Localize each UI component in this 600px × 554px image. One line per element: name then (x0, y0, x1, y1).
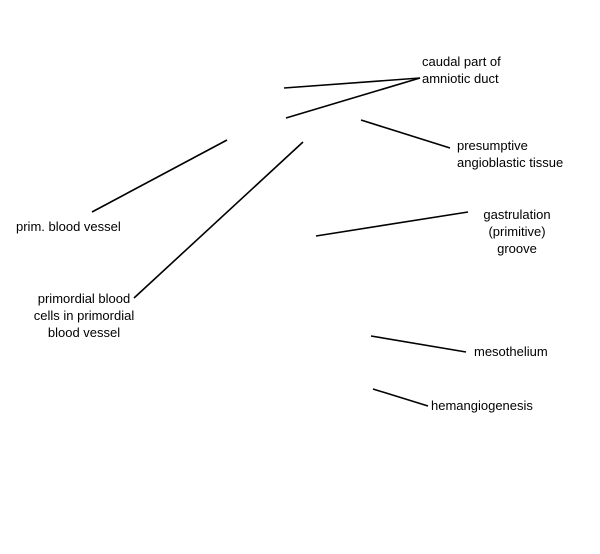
leader-line-primordial-cells (133, 141, 304, 299)
leader-line-prim-blood-vessel (91, 139, 228, 213)
leader-line-gastrulation-groove (315, 211, 469, 237)
leader-line-mesothelium (370, 335, 467, 353)
leader-line-amniotic-duct-upper (283, 77, 421, 89)
label-presumptive-angioblastic-tissue: presumptive angioblastic tissue (457, 138, 564, 170)
leader-line-hemangiogenesis (372, 388, 429, 407)
label-prim-blood-vessel: prim. blood vessel (16, 219, 121, 234)
label-hemangiogenesis: hemangiogenesis (431, 398, 533, 413)
label-caudal-amniotic-duct: caudal part of amniotic duct (422, 54, 501, 86)
label-primordial-blood-cells: primordial blood cells in primordial blo… (33, 291, 135, 340)
label-mesothelium: mesothelium (474, 344, 548, 359)
leader-line-amniotic-duct-lower (285, 77, 421, 119)
leader-line-angioblastic-tissue (360, 119, 451, 149)
label-gastrulation-groove: gastrulation (primitive) groove (483, 207, 551, 256)
